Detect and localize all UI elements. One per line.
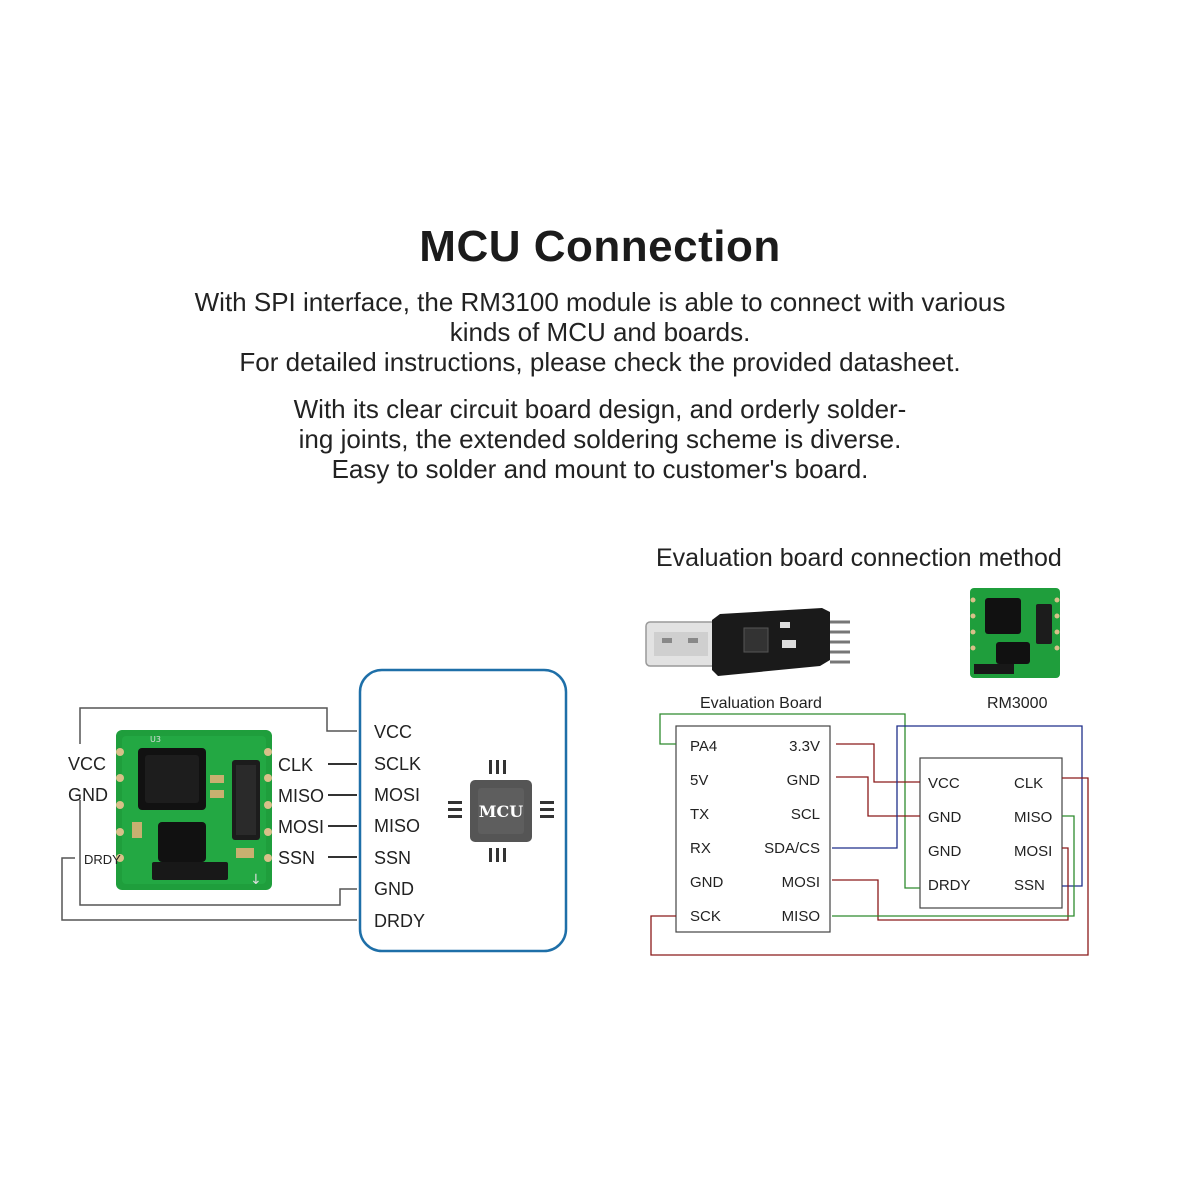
eval-pin-pa4: PA4 [690, 738, 717, 755]
mcu-pin-vcc: VCC [374, 722, 412, 742]
intro-line: With SPI interface, the RM3100 module is… [194, 287, 1006, 317]
svg-text:↓: ↓ [250, 872, 262, 888]
module-eval-pin-drdy: DRDY [928, 877, 971, 894]
eval-pin-5v: 5V [690, 772, 708, 789]
mcu-pin-miso: MISO [374, 816, 420, 836]
mcu-pin-mosi: MOSI [374, 785, 420, 805]
mcu-pin-drdy: DRDY [374, 911, 425, 931]
eval-pin-miso: MISO [782, 908, 820, 925]
module-eval-pin-gnd-2: GND [928, 843, 962, 860]
drdy-wire [61, 857, 357, 921]
intro-line: kinds of MCU and boards. [449, 317, 751, 347]
mcu-pin-gnd: GND [374, 879, 414, 899]
eval-pin-rx: RX [690, 840, 711, 857]
detail-text: With its clear circuit board design, and… [0, 394, 1200, 484]
eval-pin-3v3: 3.3V [789, 738, 820, 755]
eval-pin-scl: SCL [791, 806, 820, 823]
detail-line: With its clear circuit board design, and… [293, 394, 907, 424]
wire-gnd-gnd [836, 776, 920, 817]
eval-pin-sda-cs: SDA/CS [764, 840, 820, 857]
gnd-wire [79, 800, 357, 906]
page-title: MCU Connection [419, 222, 781, 271]
eval-pin-sck: SCK [690, 908, 721, 925]
module-eval-pin-clk: CLK [1014, 775, 1043, 792]
module-pin-gnd: GND [68, 785, 108, 805]
intro-line: For detailed instructions, please check … [239, 347, 961, 377]
wire-sdacs-ssn [832, 725, 1083, 887]
right-wiring-diagram: Evaluation Board RM3000 PA4 5V TX RX GND… [645, 588, 1089, 956]
mcu-chip-icon: MCU [448, 760, 554, 862]
detail-line: Easy to solder and mount to customer's b… [331, 454, 869, 484]
module-eval-pin-gnd-1: GND [928, 809, 962, 826]
module-pinout-box [919, 757, 1063, 909]
module-eval-pin-ssn: SSN [1014, 877, 1045, 894]
module-pin-mosi: MOSI [278, 817, 324, 837]
evaluation-section-title: Evaluation board connection method [656, 544, 1062, 572]
intro-text: With SPI interface, the RM3100 module is… [0, 287, 1200, 377]
module-eval-pin-vcc: VCC [928, 775, 960, 792]
eval-pin-mosi: MOSI [782, 874, 820, 891]
wire-3v3-vcc [836, 743, 920, 783]
mcu-pin-sclk: SCLK [374, 754, 421, 774]
wire-pa4-drdy [659, 713, 920, 889]
left-wiring-diagram: ↓ U3 VCC GND DRDY CLK MISO MOSI SSN VCC … [61, 668, 568, 953]
rm3100-module-image: ↓ U3 [116, 730, 272, 890]
detail-line: ing joints, the extended soldering schem… [298, 424, 902, 454]
rm3000-caption: RM3000 [987, 695, 1048, 712]
module-pin-vcc: VCC [68, 754, 106, 774]
svg-text:U3: U3 [150, 735, 161, 744]
mcu-chip-label: MCU [479, 802, 523, 821]
vcc-wire [79, 707, 357, 744]
wire-miso-miso [832, 815, 1075, 917]
wire-sck-clk [650, 777, 1089, 956]
rm3000-module-image [970, 588, 1060, 678]
mcu-frame [358, 668, 568, 953]
module-eval-pin-miso: MISO [1014, 809, 1052, 826]
module-eval-pin-mosi: MOSI [1014, 843, 1052, 860]
wire-mosi-mosi [832, 847, 1069, 921]
module-pin-drdy: DRDY [84, 852, 121, 867]
evaluation-board-caption: Evaluation Board [700, 695, 822, 712]
mcu-pin-ssn: SSN [374, 848, 411, 868]
eval-pin-tx: TX [690, 806, 709, 823]
evaluation-board-image [645, 608, 850, 676]
module-pin-clk: CLK [278, 755, 313, 775]
eval-pinout-box [675, 725, 831, 933]
eval-pin-gnd-left: GND [690, 874, 724, 891]
eval-pin-gnd-right: GND [787, 772, 821, 789]
module-pin-ssn: SSN [278, 848, 315, 868]
module-pin-miso: MISO [278, 786, 324, 806]
